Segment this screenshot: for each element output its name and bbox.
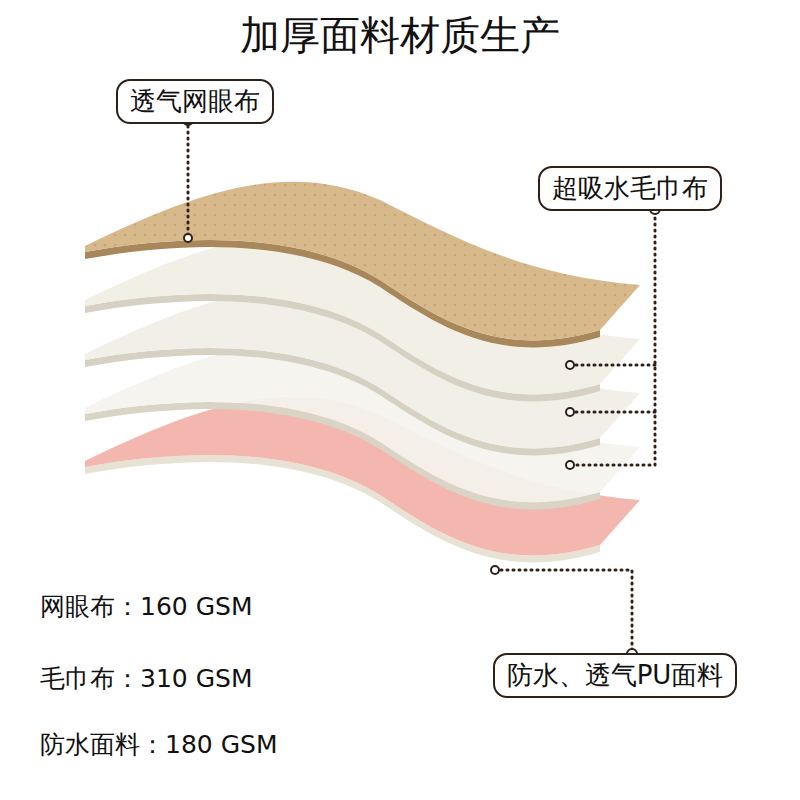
spec-label: 防水面料：180 GSM (40, 728, 277, 761)
spec-label: 网眼布：160 GSM (40, 590, 252, 623)
callout-box: 超吸水毛巾布 (538, 166, 722, 211)
diagram-title: 加厚面料材质生产 (240, 8, 560, 63)
callout-text: 透气网眼布 (130, 86, 260, 116)
callout-text: 防水、透气PU面料 (507, 660, 724, 690)
callout-box: 透气网眼布 (116, 79, 274, 124)
spec-label: 毛巾布：310 GSM (40, 662, 252, 695)
callout-text: 超吸水毛巾布 (552, 173, 708, 203)
callout-box: 防水、透气PU面料 (493, 653, 738, 698)
